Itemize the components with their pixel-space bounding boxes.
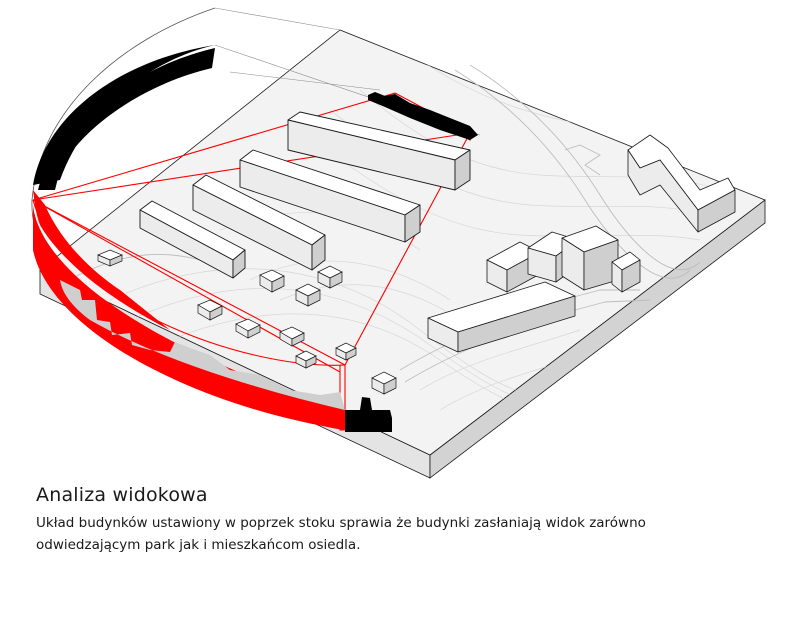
terrain-top — [39, 29, 766, 456]
estate-buildings — [427, 134, 736, 353]
slab-buildings — [139, 111, 471, 279]
sight-line-top — [32, 92, 396, 201]
estate-block-e — [427, 281, 576, 353]
house — [235, 318, 261, 339]
slab-building-2 — [239, 149, 421, 243]
view-panorama-cylinder — [31, 7, 478, 432]
estate-block-d — [611, 251, 641, 293]
caption-description-line-1: Układ budynków ustawiony w poprzek stoku… — [36, 515, 646, 531]
panorama-far-skyline — [368, 92, 478, 140]
house — [97, 249, 123, 267]
estate-curved-block — [627, 134, 736, 233]
house — [259, 269, 285, 293]
small-houses — [97, 249, 397, 395]
house — [335, 342, 357, 361]
house — [371, 371, 397, 395]
panorama-skyline-grey — [60, 280, 345, 410]
caption-description: Układ budynków ustawiony w poprzek stoku… — [36, 512, 776, 556]
axonometric-diagram — [31, 7, 766, 479]
slab-building-4 — [139, 200, 246, 279]
house — [279, 326, 305, 347]
estate-block-c — [561, 225, 619, 291]
house — [197, 299, 223, 321]
road-curve — [454, 69, 691, 279]
panorama-top-black-band — [38, 48, 215, 190]
slab-building-3 — [192, 174, 326, 271]
slab-building-1 — [287, 111, 471, 191]
house — [295, 350, 317, 369]
panorama-near-skyline — [345, 397, 392, 432]
house — [295, 283, 321, 307]
diagram-canvas — [31, 7, 766, 479]
caption-title: Analiza widokowa — [36, 484, 208, 506]
caption: Analiza widokowa Układ budynków ustawion… — [36, 484, 776, 556]
caption-description-line-2: odwiedzającym park jak i mieszkańcom osi… — [36, 537, 361, 553]
house — [317, 265, 343, 289]
